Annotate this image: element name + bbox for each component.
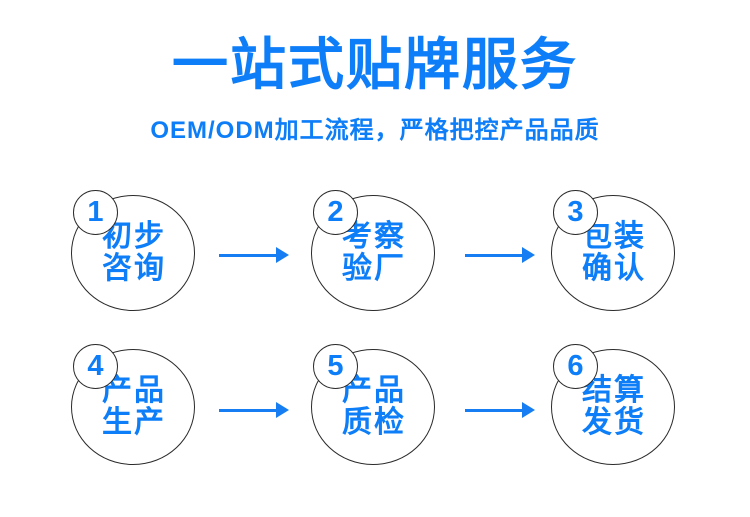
page-title: 一站式贴牌服务 xyxy=(172,33,578,96)
arrow-right-icon xyxy=(219,402,289,418)
arrow-right-icon xyxy=(219,247,289,263)
arrow-right-icon xyxy=(465,247,535,263)
step-number: 2 xyxy=(327,196,344,228)
page-subtitle: OEM/ODM加工流程，严格把控产品品质 xyxy=(150,117,600,144)
step-label-line2: 质检 xyxy=(342,406,406,439)
step-number: 1 xyxy=(87,196,104,228)
process-step-3: 3 包装 确认 xyxy=(551,190,675,311)
arrow-head xyxy=(522,402,535,418)
step-number-badge: 6 xyxy=(553,344,598,389)
process-step-6: 6 结算 发货 xyxy=(551,344,675,465)
step-number-badge: 1 xyxy=(73,190,118,235)
step-label: 包装 确认 xyxy=(552,196,674,310)
step-number-badge: 4 xyxy=(73,344,118,389)
step-label-line2: 生产 xyxy=(102,406,166,439)
process-step-2: 2 考察 验厂 xyxy=(311,190,435,311)
arrow-head xyxy=(276,247,289,263)
step-number-badge: 5 xyxy=(313,344,358,389)
arrow-shaft xyxy=(219,408,277,412)
process-step-5: 5 产品 质检 xyxy=(311,344,435,465)
step-number: 4 xyxy=(87,350,104,382)
process-step-4: 4 产品 生产 xyxy=(71,344,195,465)
step-number-badge: 3 xyxy=(553,190,598,235)
step-number: 5 xyxy=(327,350,344,382)
arrow-shaft xyxy=(465,408,523,412)
step-label-line2: 发货 xyxy=(582,406,646,439)
step-label-line2: 咨询 xyxy=(102,252,166,285)
step-label-line2: 验厂 xyxy=(342,252,406,285)
step-label-line2: 确认 xyxy=(582,252,646,285)
step-number: 6 xyxy=(567,350,584,382)
arrow-head xyxy=(522,247,535,263)
step-label: 初步 咨询 xyxy=(72,196,194,310)
arrow-shaft xyxy=(219,253,277,257)
arrow-shaft xyxy=(465,253,523,257)
arrow-right-icon xyxy=(465,402,535,418)
step-number-badge: 2 xyxy=(313,190,358,235)
arrow-head xyxy=(276,402,289,418)
step-number: 3 xyxy=(567,196,584,228)
process-step-1: 1 初步 咨询 xyxy=(71,190,195,311)
